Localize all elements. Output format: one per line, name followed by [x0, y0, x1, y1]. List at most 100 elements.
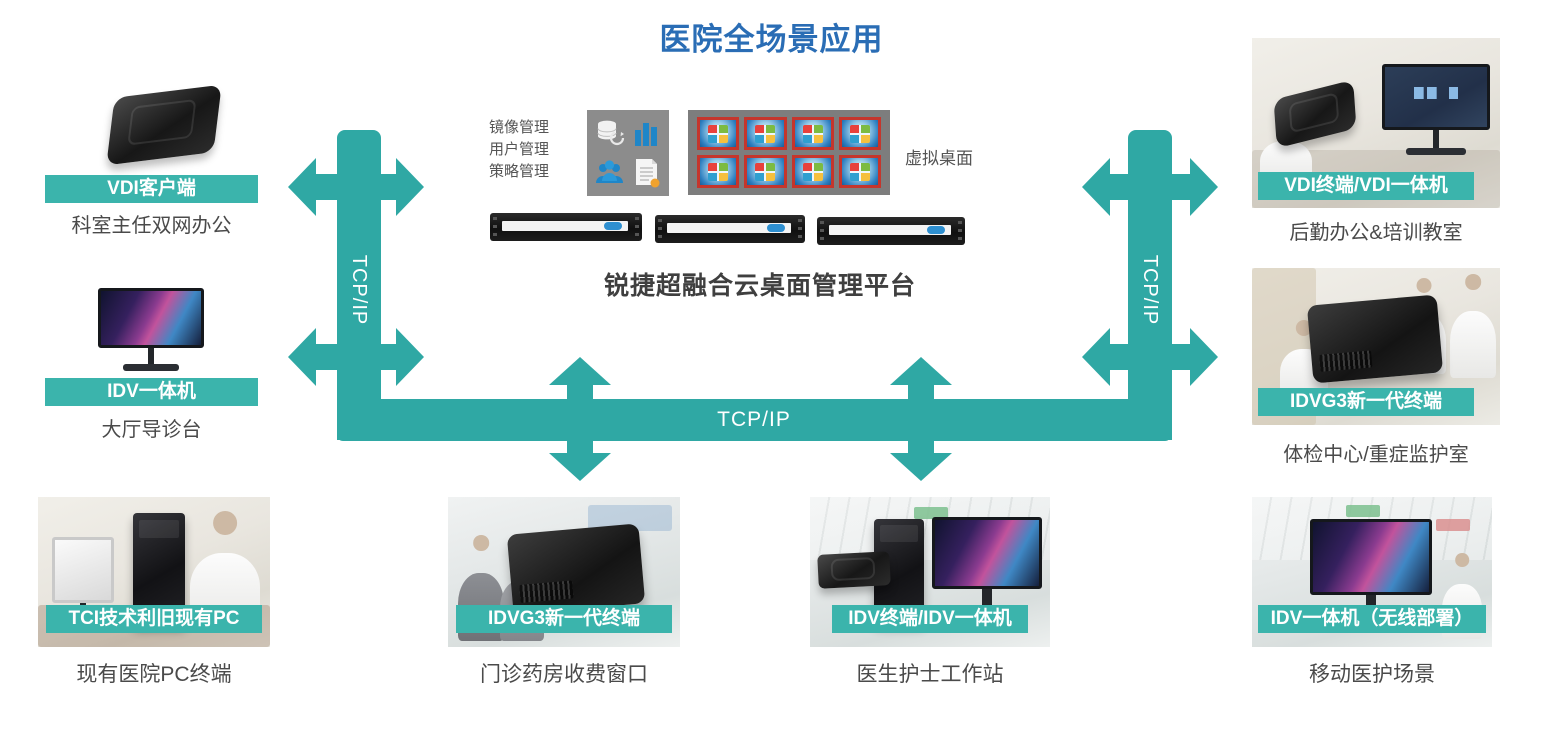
- monitor-screen: [1310, 519, 1432, 595]
- scene-label-idv-terminal: IDV终端/IDV一体机: [832, 605, 1028, 633]
- arrow-bottom-left: [549, 357, 611, 481]
- idvg3-terminal-device: [1306, 294, 1444, 384]
- arrowhead-right: [396, 158, 424, 216]
- server-rack-ear: [635, 217, 639, 237]
- windows-logo-icon: [849, 124, 870, 143]
- management-console-panel: [587, 110, 669, 196]
- management-feature-list: 镜像管理 用户管理 策略管理: [489, 117, 549, 183]
- scene-label-tci-pc: TCI技术利旧现有PC: [46, 605, 262, 633]
- windows-desktop-tile: [838, 155, 881, 188]
- database-sync-icon: [597, 120, 625, 146]
- scene-caption-back-office: 后勤办公&培训教室: [1289, 222, 1463, 244]
- windows-logo-icon: [708, 124, 729, 143]
- windows-logo-icon: [802, 162, 823, 181]
- arrowhead-left: [1082, 158, 1110, 216]
- vdi-monitor: [1382, 64, 1490, 164]
- server-brand-badge: [604, 222, 622, 230]
- server-rack-ear: [493, 217, 497, 237]
- monitor-stand: [982, 589, 992, 611]
- idv-terminal-device: [817, 551, 891, 589]
- scene-caption-mobile-care: 移动医护场景: [1309, 663, 1435, 686]
- photo-mobile-care: [1252, 497, 1492, 647]
- ward-sign: [1436, 519, 1470, 531]
- server-rack-ear: [798, 219, 802, 239]
- arrow-shaft: [908, 381, 934, 457]
- arrowhead-down: [549, 453, 611, 481]
- arrow-shaft: [312, 344, 400, 370]
- windows-logo-icon: [802, 124, 823, 143]
- monitor-base: [1406, 148, 1466, 155]
- server-brand-badge: [767, 224, 785, 232]
- arrow-shaft: [312, 174, 400, 200]
- doctor-figure: [1450, 274, 1496, 378]
- scene-caption-dept-office: 科室主任双网办公: [71, 215, 232, 237]
- arrowhead-up: [549, 357, 611, 385]
- arrow-left-top: [288, 158, 424, 216]
- scene-caption-icu: 体检中心/重症监护室: [1283, 444, 1469, 466]
- server-rack-ear: [958, 221, 962, 241]
- arrowhead-left: [288, 158, 316, 216]
- arrowhead-left: [1082, 328, 1110, 386]
- monitor-screen: [98, 288, 204, 348]
- virtual-desktop-label: 虚拟桌面: [905, 149, 973, 168]
- scene-caption-existing-pc: 现有医院PC终端: [76, 663, 232, 686]
- scene-label-idvg3-bottom: IDVG3新一代终端: [456, 605, 672, 633]
- arrow-shaft: [1106, 344, 1194, 370]
- exit-sign: [1346, 505, 1380, 517]
- users-icon: [596, 160, 623, 183]
- feature-image-management: 镜像管理: [489, 119, 550, 136]
- scene-label-vdi-client: VDI客户端: [45, 175, 258, 203]
- windows-logo-icon: [849, 162, 870, 181]
- person-head: [213, 511, 237, 535]
- arrowhead-right: [396, 328, 424, 386]
- platform-caption: 锐捷超融合云桌面管理平台: [603, 272, 916, 300]
- scene-label-idvg3-right: IDVG3新一代终端: [1258, 388, 1474, 416]
- feature-user-management: 用户管理: [489, 141, 550, 158]
- arrow-shaft: [567, 381, 593, 457]
- arrow-right-top: [1082, 158, 1218, 216]
- arrow-bottom-right: [890, 357, 952, 481]
- windows-desktop-tile: [744, 155, 787, 188]
- windows-logo-icon: [755, 124, 776, 143]
- tcp-ip-right-label: TCP/IP: [1139, 254, 1161, 326]
- person-head: [1416, 278, 1432, 293]
- scene-label-idv-wireless: IDV一体机（无线部署）: [1258, 605, 1486, 633]
- person-body: [1450, 311, 1496, 378]
- windows-desktop-tile: [791, 155, 834, 188]
- tcp-ip-horizontal-label: TCP/IP: [717, 408, 791, 431]
- server-rack-ear: [658, 219, 662, 239]
- monitor-screen: [52, 537, 114, 603]
- windows-logo-icon: [755, 162, 776, 181]
- rack-server: [490, 213, 642, 241]
- scene-caption-workstation: 医生护士工作站: [856, 663, 1004, 686]
- server-faceplate: [829, 225, 951, 235]
- vdi-thin-client-device: [106, 84, 222, 166]
- windows-desktop-tile: [744, 117, 787, 150]
- arrowhead-right: [1190, 328, 1218, 386]
- bar-chart-icon: [635, 123, 657, 146]
- person-head: [473, 535, 489, 551]
- arrowhead-left: [288, 328, 316, 386]
- windows-desktop-tile: [791, 117, 834, 150]
- windows-logo-icon: [708, 162, 729, 181]
- document-icon: [636, 159, 660, 188]
- server-rack-ear: [820, 221, 824, 241]
- arrowhead-up: [890, 357, 952, 385]
- rack-server: [655, 215, 805, 243]
- server-faceplate: [502, 221, 628, 231]
- scene-caption-pharmacy: 门诊药房收费窗口: [480, 663, 648, 686]
- monitor-base: [123, 364, 179, 371]
- monitor-screen: [932, 517, 1042, 589]
- page-title: 医院全场景应用: [659, 22, 884, 57]
- idv-all-in-one-monitor: [98, 288, 204, 372]
- person-head: [1455, 553, 1469, 567]
- monitor-stand: [1433, 130, 1439, 148]
- windows-desktop-tile: [838, 117, 881, 150]
- virtual-desktop-pool-panel: [688, 110, 890, 195]
- arrowhead-right: [1190, 158, 1218, 216]
- arrow-shaft: [1106, 174, 1194, 200]
- windows-desktop-tile: [697, 117, 740, 150]
- windows-desktop-tile: [697, 155, 740, 188]
- monitor-stand: [148, 348, 154, 364]
